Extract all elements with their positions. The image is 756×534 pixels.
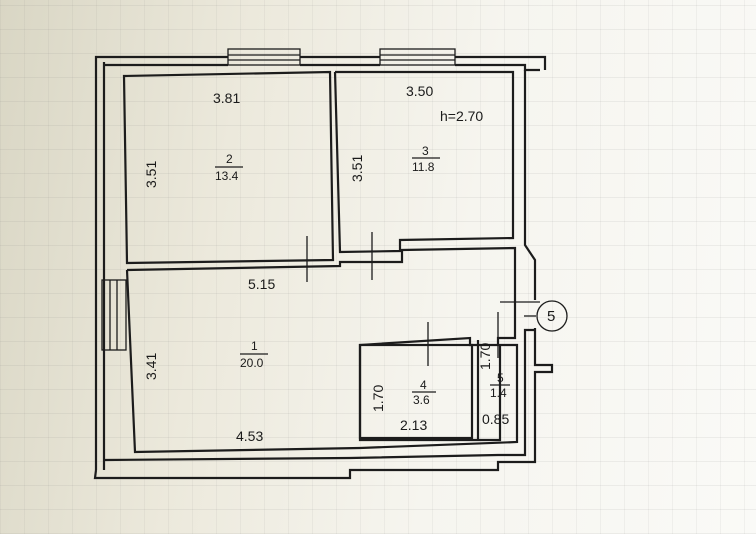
room-1-outline <box>125 246 519 454</box>
room-2-number: 2 <box>226 152 233 166</box>
dim-room1-lower-width: 4.53 <box>236 428 263 444</box>
room-3-area: 11.8 <box>412 160 435 174</box>
room-4-number: 4 <box>420 378 427 392</box>
room-5-area: 1.4 <box>490 386 507 400</box>
height-label: h=2.70 <box>440 108 483 124</box>
room-1-number: 1 <box>251 339 258 353</box>
window-top-left <box>227 48 301 66</box>
room-3-outline <box>333 70 515 254</box>
room-label-bars <box>215 157 510 393</box>
dim-room3-height: 3.51 <box>349 155 365 182</box>
room-2-area: 13.4 <box>215 169 239 183</box>
room-4-area: 3.6 <box>413 393 430 407</box>
dim-room1-height: 3.41 <box>143 353 159 380</box>
window-left <box>101 279 127 351</box>
room-5-number: 5 <box>497 371 504 385</box>
section-marker <box>524 300 568 332</box>
dim-room5-height: 1.70 <box>477 343 493 370</box>
room-1-area: 20.0 <box>240 356 264 370</box>
room-2-outline <box>122 70 335 265</box>
dim-room4-width: 2.13 <box>400 417 427 433</box>
dim-room2-width: 3.81 <box>213 90 240 106</box>
section-marker-number: 5 <box>547 308 555 325</box>
dim-room1-upper-width: 5.15 <box>248 276 275 292</box>
dim-room5-width: 0.85 <box>482 411 509 427</box>
dim-room2-height: 3.51 <box>143 161 159 188</box>
room-3-number: 3 <box>422 144 429 158</box>
dim-room4-height: 1.70 <box>370 385 386 412</box>
window-top-right <box>379 48 456 66</box>
outer-walls <box>93 55 554 480</box>
dim-room3-width: 3.50 <box>406 83 433 99</box>
door-markers <box>306 232 540 366</box>
